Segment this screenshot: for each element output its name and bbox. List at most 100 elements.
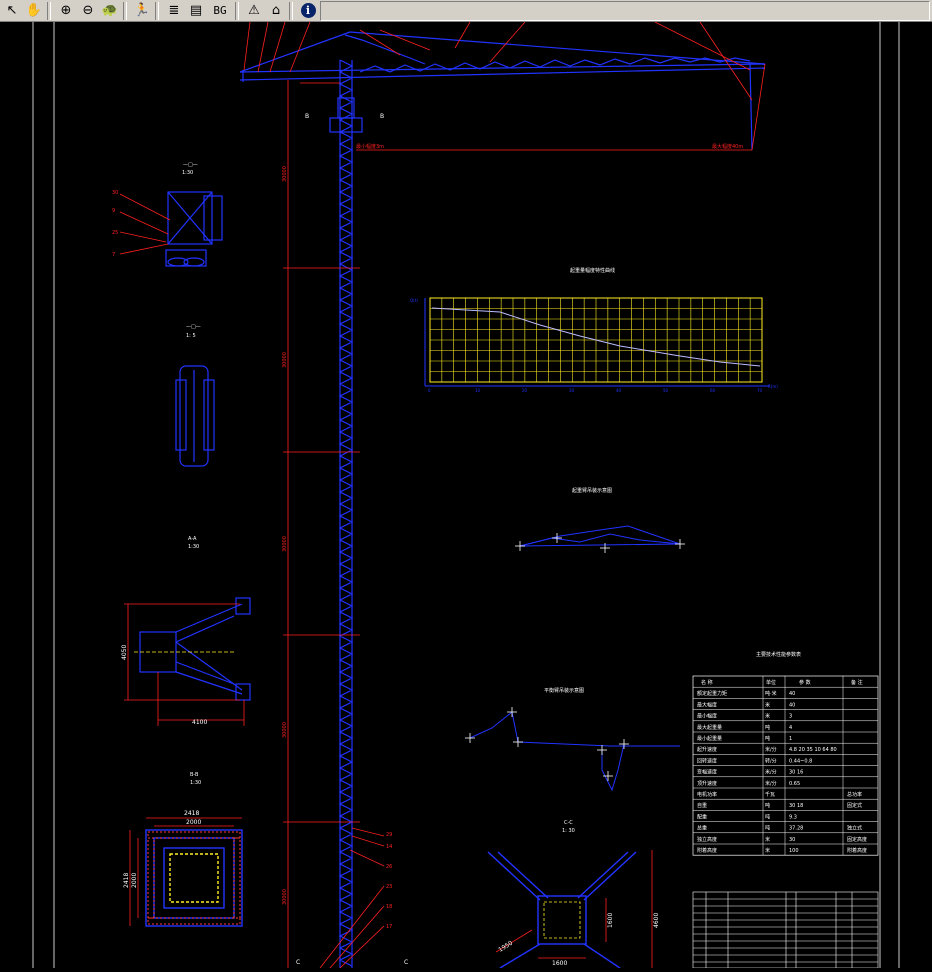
chart-x-tick: 60 — [710, 388, 716, 393]
param-cell: 30 18 — [789, 803, 803, 809]
param-cell: 0.65 — [789, 781, 800, 787]
marker-c-right: C — [404, 959, 408, 966]
zoom-out-icon[interactable]: ⊖ — [78, 1, 98, 21]
param-cell: 顶升速度 — [697, 780, 717, 787]
upper-view-scale: 1:30 — [182, 170, 193, 176]
param-cell: 9.3 — [789, 814, 797, 820]
section-a-label: A-A — [188, 536, 197, 542]
turtle-icon-glyph: 🐢 — [101, 2, 119, 18]
toolbar-separator — [235, 1, 239, 20]
param-cell: 总功率 — [847, 791, 862, 798]
callout-17: 17 — [386, 924, 392, 930]
marker-c-left: C — [296, 959, 300, 966]
background-toggle-glyph: BG — [213, 3, 227, 17]
tower-mast — [338, 59, 354, 968]
param-cell: 固定高度 — [847, 836, 867, 843]
param-cell: 附着高度 — [697, 847, 717, 854]
cad-drawing-canvas[interactable]: 最小幅度3m 最大幅度40m 30000 30000 30000 30000 3… — [0, 21, 932, 969]
param-header: 备 注 — [851, 679, 863, 686]
counter-jib-diagram: 平衡臂吊装示意图 — [465, 687, 680, 792]
param-cell: 转/分 — [765, 757, 777, 764]
param-cell: 米 — [765, 836, 770, 843]
callout-29: 29 — [386, 832, 392, 838]
section-b-label: B-B — [190, 772, 199, 778]
home-icon-glyph: ⌂ — [271, 2, 281, 18]
param-header: 名 称 — [701, 679, 713, 686]
warning-person-icon[interactable]: ⚠ — [244, 1, 264, 21]
param-cell: 回转速度 — [697, 757, 717, 764]
param-cell: 0.44~0.8 — [789, 758, 812, 764]
param-cell: 吨 — [765, 802, 770, 809]
detail-view-small: —□— 1: 5 — [175, 324, 215, 467]
svg-text:起重量幅度特性曲线: 起重量幅度特性曲线 — [570, 267, 615, 274]
print-icon-glyph: ▤ — [189, 2, 203, 18]
section-a-scale: 1:30 — [188, 544, 199, 550]
param-cell: 4.8 20 35 10 64 80 — [789, 747, 837, 753]
section-c-scale: 1: 30 — [562, 828, 575, 834]
callout-18: 18 — [386, 904, 392, 910]
section-b-height-inner: 2000 — [131, 873, 138, 888]
callout-26: 26 — [386, 864, 392, 870]
crane-jib — [239, 31, 766, 151]
param-cell: 吨 — [765, 813, 770, 820]
section-b-width-inner: 2000 — [186, 819, 201, 826]
param-cell: 100 — [789, 848, 799, 854]
param-header: 单位 — [766, 679, 776, 686]
callout-25: 25 — [112, 230, 118, 236]
layers-icon[interactable]: ≣ — [164, 1, 184, 21]
marker-b-left: B — [305, 113, 309, 120]
toolbar-separator — [289, 1, 293, 20]
param-cell: 最大幅度 — [697, 701, 717, 708]
zoom-out-icon-glyph: ⊖ — [82, 2, 94, 18]
turtle-icon[interactable]: 🐢 — [100, 1, 120, 21]
cad-drawing: 最小幅度3m 最大幅度40m 30000 30000 30000 30000 3… — [0, 21, 932, 969]
section-b-scale: 1:30 — [190, 780, 201, 786]
background-toggle[interactable]: BG — [208, 1, 232, 21]
home-icon[interactable]: ⌂ — [266, 1, 286, 21]
param-cell: 3 — [789, 714, 792, 720]
param-cell: 30 — [789, 837, 795, 843]
chart-x-tick: 50 — [663, 388, 669, 393]
zoom-in-icon[interactable]: ⊕ — [56, 1, 76, 21]
viewer-toolbar: ↖✋ ⊕ ⊖ 🐢 🏃 ≣ ▤ BG ⚠ ⌂ i — [0, 0, 932, 22]
param-header: 参 数 — [799, 679, 811, 686]
chart-x-tick: 0 — [428, 388, 431, 393]
section-a-a: A-A 1:30 4050 4100 — [121, 536, 251, 726]
section-a-height: 4050 — [121, 645, 128, 660]
param-cell: 总重 — [697, 825, 707, 832]
chart-x-tick: 40 — [616, 388, 622, 393]
section-b-height-outer: 2418 — [123, 873, 130, 888]
run-figure-icon-glyph: 🏃 — [133, 2, 151, 18]
tower-dim-line — [283, 80, 360, 968]
tower-dim-5: 30000 — [282, 889, 288, 905]
tower-dim-2: 30000 — [282, 352, 288, 368]
param-cell: 吨 — [765, 724, 770, 731]
base-leaders — [319, 827, 385, 969]
detail-view-upper: —□— 1:30 30 9 25 7 — [112, 162, 223, 267]
zoom-in-icon-glyph: ⊕ — [60, 2, 72, 18]
pan-hand-icon[interactable]: ✋ — [24, 1, 44, 21]
param-cell: 独立高度 — [697, 836, 717, 843]
callout-23: 23 — [386, 884, 392, 890]
param-cell: 电机功率 — [697, 791, 717, 798]
section-b-b: B-B 1:30 2418 2000 2418 2000 — [123, 772, 243, 927]
section-c-dim-base: 1600 — [552, 960, 567, 967]
svg-text:—□—: —□— — [183, 162, 198, 168]
callout-30: 30 — [112, 190, 118, 196]
section-c-dim-side: 4600 — [653, 913, 660, 928]
tower-dim-1: 30000 — [282, 166, 288, 182]
param-cell: 吨·米 — [765, 690, 777, 697]
param-cell: 米/分 — [765, 746, 777, 753]
param-cell: 最小起重量 — [697, 735, 722, 742]
param-cell: 变幅速度 — [697, 769, 717, 776]
svg-text:主要技术性能参数表: 主要技术性能参数表 — [756, 651, 801, 658]
param-cell: 自重 — [697, 802, 707, 809]
print-icon[interactable]: ▤ — [186, 1, 206, 21]
info-icon[interactable]: i — [298, 1, 318, 21]
chart-x-tick: 10 — [475, 388, 481, 393]
param-cell: 40 — [789, 691, 795, 697]
select-arrow-icon[interactable]: ↖ — [2, 1, 22, 21]
tower-dim-3: 30000 — [282, 536, 288, 552]
run-figure-icon[interactable]: 🏃 — [132, 1, 152, 21]
